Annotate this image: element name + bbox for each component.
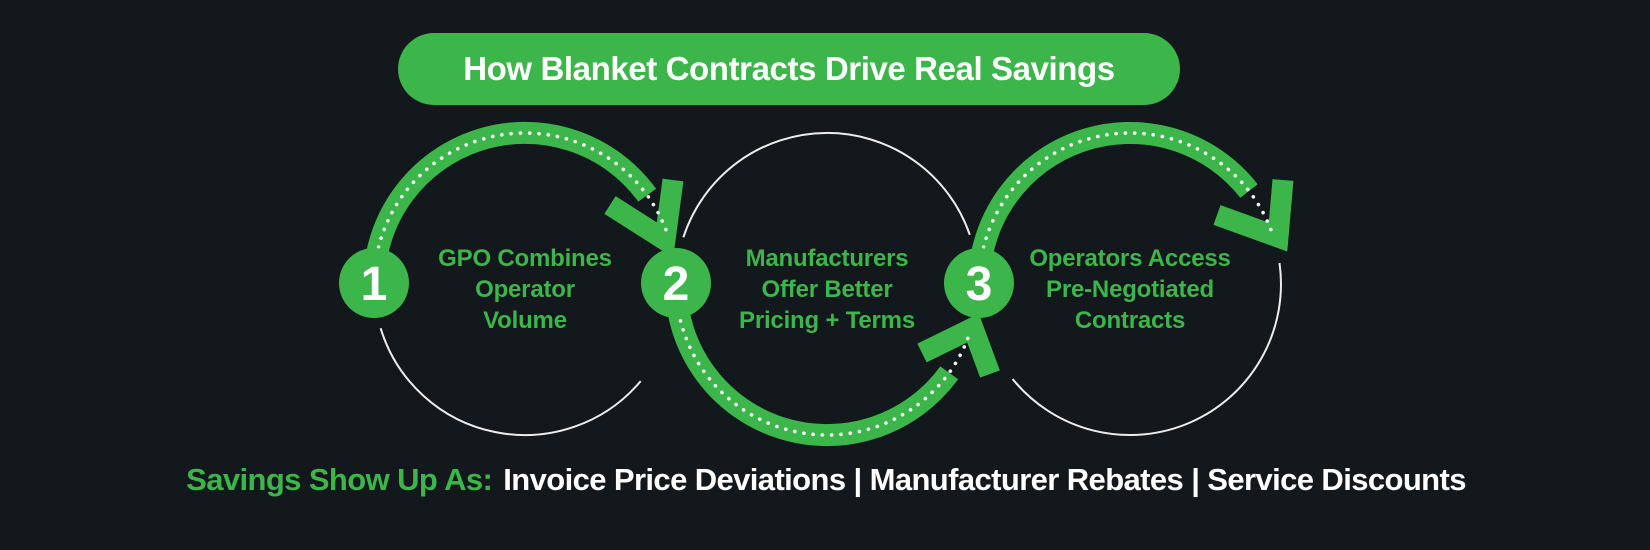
step3-label-line1: Operators Access bbox=[1029, 245, 1231, 272]
caption-items: Invoice Price Deviations | Manufacturer … bbox=[503, 462, 1466, 497]
title-banner: How Blanket Contracts Drive Real Savings bbox=[398, 33, 1180, 105]
step1-label-line1: GPO Combines bbox=[438, 245, 612, 272]
step3-badge bbox=[944, 248, 1014, 318]
step3-label-line3: Contracts bbox=[1074, 307, 1186, 334]
step2-arrowhead-icon bbox=[917, 313, 1000, 378]
page-title: How Blanket Contracts Drive Real Savings bbox=[463, 50, 1115, 87]
caption-prefix: Savings Show Up As: bbox=[186, 462, 493, 497]
step2-badge-number: 2 bbox=[663, 258, 690, 311]
step1-label-line3: Volume bbox=[483, 307, 567, 334]
step3-label: Operators Access Pre-Negotiated Contract… bbox=[960, 243, 1300, 336]
step3-badge-number: 3 bbox=[966, 258, 993, 311]
step2-badge bbox=[641, 248, 711, 318]
circle3-outline-arc bbox=[1011, 262, 1282, 436]
step2-label-line3: Pricing + Terms bbox=[739, 307, 915, 334]
step2-label-line2: Offer Better bbox=[761, 276, 893, 303]
savings-caption: Savings Show Up As: Invoice Price Deviati… bbox=[186, 460, 1466, 500]
step3-arrowhead-icon bbox=[1213, 179, 1294, 252]
step1-badge bbox=[339, 248, 409, 318]
circle2-outline-arc bbox=[682, 131, 971, 238]
step2-label-line1: Manufacturers bbox=[745, 245, 909, 272]
step1-arrowhead-icon bbox=[604, 178, 684, 258]
step2-dotted-trail bbox=[674, 282, 973, 437]
step3-label-line2: Pre-Negotiated bbox=[1046, 276, 1214, 303]
step1-badge-number: 1 bbox=[361, 258, 388, 311]
step1-dotted-trail bbox=[372, 131, 671, 286]
step1-label-line2: Operator bbox=[475, 276, 575, 303]
circle1-outline-arc bbox=[379, 327, 642, 437]
step2-label: Manufacturers Offer Better Pricing + Ter… bbox=[657, 243, 997, 336]
step3-dotted-trail bbox=[977, 131, 1276, 286]
step1-label: GPO Combines Operator Volume bbox=[355, 243, 695, 336]
